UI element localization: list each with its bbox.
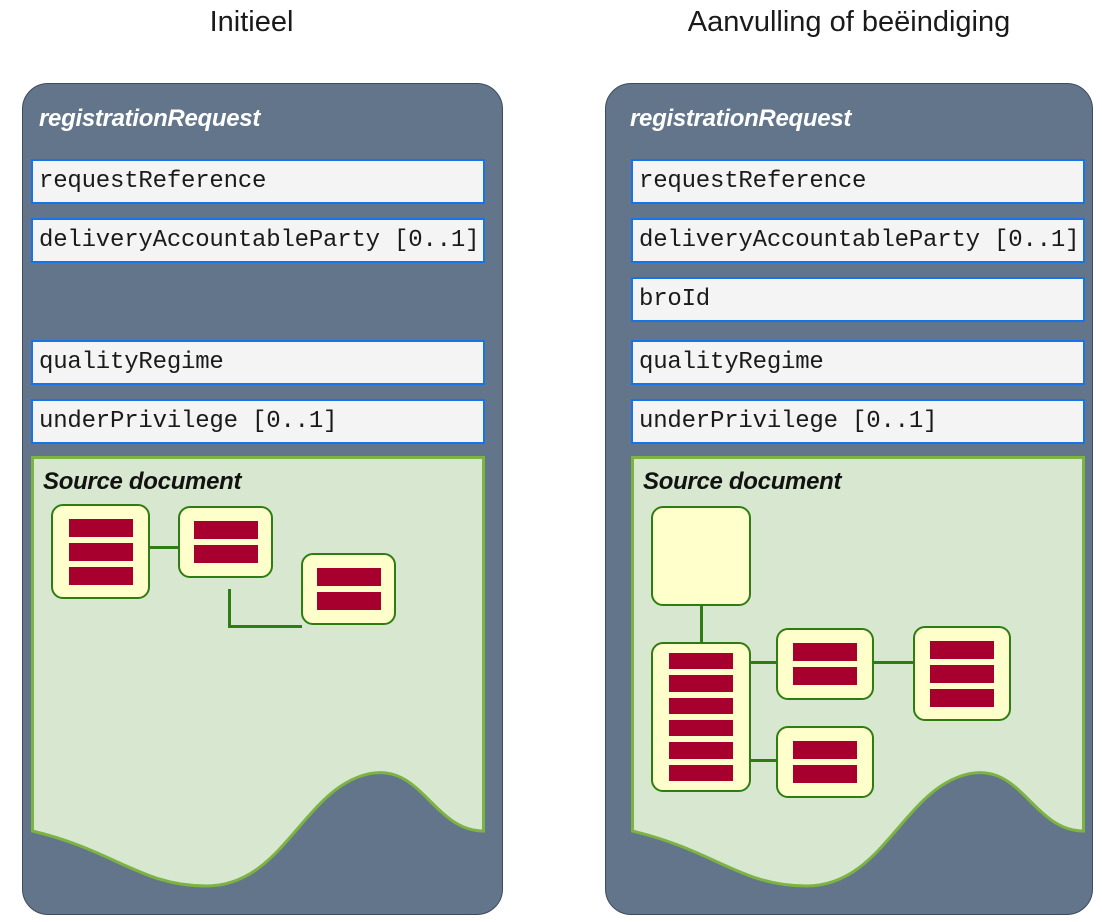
- tree-node[interactable]: [913, 626, 1011, 721]
- field-label: qualityRegime: [39, 349, 224, 376]
- node-bar: [669, 764, 733, 781]
- edge-n2-n3: [228, 625, 302, 628]
- node-bar: [316, 568, 381, 586]
- panel-aanvulling: registrationRequest requestReference del…: [605, 83, 1093, 915]
- node-bar: [793, 741, 857, 759]
- tree-node[interactable]: [776, 726, 874, 798]
- panel-initieel: registrationRequest requestReference del…: [22, 83, 503, 915]
- node-bar: [316, 592, 381, 610]
- field-label: broId: [639, 286, 711, 313]
- node-bar: [193, 521, 258, 539]
- source-document-left: Source document: [31, 456, 485, 914]
- node-bar: [930, 688, 994, 707]
- column-title-initieel: Initieel: [209, 6, 294, 38]
- field-label: underPrivilege [0..1]: [639, 408, 938, 435]
- field-label: requestReference: [639, 168, 867, 195]
- field-under-privilege[interactable]: underPrivilege [0..1]: [631, 399, 1085, 444]
- field-under-privilege[interactable]: underPrivilege [0..1]: [31, 399, 485, 444]
- node-bar: [793, 643, 857, 661]
- field-quality-regime[interactable]: qualityRegime: [31, 340, 485, 385]
- tree-node[interactable]: [301, 553, 396, 625]
- field-label: qualityRegime: [639, 349, 824, 376]
- edge-n1-n2: [150, 546, 178, 549]
- column-title-aanvulling: Aanvulling of beëindiging: [687, 6, 1011, 38]
- field-label: requestReference: [39, 168, 267, 195]
- node-bar: [793, 765, 857, 783]
- field-delivery-accountable-party[interactable]: deliveryAccountableParty [0..1]: [631, 218, 1085, 263]
- node-bar: [193, 545, 258, 563]
- node-bar: [669, 653, 733, 670]
- source-document-title: Source document: [643, 468, 842, 495]
- field-slot-empty: [31, 277, 485, 322]
- field-request-reference[interactable]: requestReference: [31, 159, 485, 204]
- node-bar: [68, 566, 133, 585]
- tree-node[interactable]: [51, 504, 150, 599]
- node-bar: [669, 697, 733, 714]
- field-bro-id[interactable]: broId: [631, 277, 1085, 322]
- node-bar: [669, 675, 733, 692]
- field-delivery-accountable-party[interactable]: deliveryAccountableParty [0..1]: [31, 218, 485, 263]
- node-bar: [930, 640, 994, 659]
- node-bar: [669, 720, 733, 737]
- edge-r0-r1: [700, 606, 703, 642]
- node-bar: [793, 667, 857, 685]
- edge-n2-vertical: [228, 589, 231, 627]
- node-bar: [669, 742, 733, 759]
- tree-node[interactable]: [776, 628, 874, 700]
- panel-title-registration-request: registrationRequest: [39, 105, 261, 132]
- tree-node[interactable]: [178, 506, 273, 578]
- edge-r1-r2: [751, 661, 776, 664]
- tree-node[interactable]: [651, 642, 751, 792]
- node-bar: [930, 664, 994, 683]
- field-label: deliveryAccountableParty [0..1]: [639, 227, 1080, 254]
- edge-r1-r4: [751, 759, 776, 762]
- edge-r2-r3: [873, 661, 913, 664]
- node-bar: [68, 542, 133, 561]
- node-bar: [68, 518, 133, 537]
- tree-node[interactable]: [651, 506, 751, 606]
- panel-title-registration-request: registrationRequest: [630, 105, 852, 132]
- field-request-reference[interactable]: requestReference: [631, 159, 1085, 204]
- field-quality-regime[interactable]: qualityRegime: [631, 340, 1085, 385]
- field-label: deliveryAccountableParty [0..1]: [39, 227, 480, 254]
- source-document-title: Source document: [43, 468, 242, 495]
- field-label: underPrivilege [0..1]: [39, 408, 338, 435]
- source-document-right: Source document: [631, 456, 1085, 914]
